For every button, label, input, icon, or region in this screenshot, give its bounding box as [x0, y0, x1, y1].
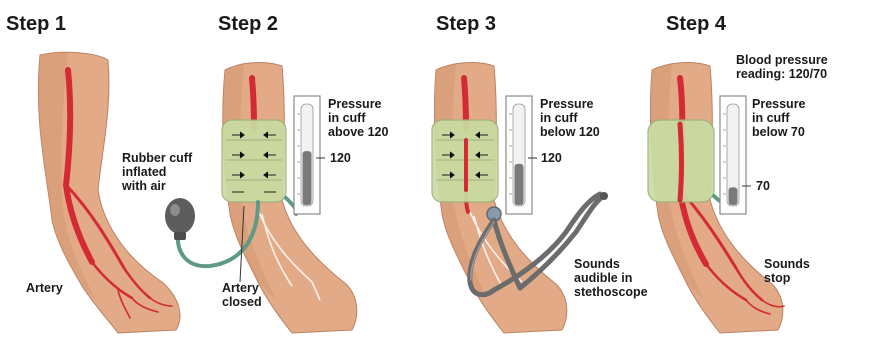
pressure-label: Pressure in cuff below 120	[540, 97, 600, 139]
rubber-cuff	[222, 120, 286, 202]
step-3-title: Step 3	[436, 13, 496, 35]
step-4-panel: Step 4 Blood pressure reading: 120/70	[648, 13, 831, 333]
pressure-gauge	[506, 96, 537, 214]
rubber-cuff	[648, 120, 714, 202]
pressure-gauge	[294, 96, 325, 214]
pressure-gauge	[720, 96, 751, 214]
artery-label: Artery	[26, 281, 63, 295]
sounds-stop-label: Sounds stop	[764, 257, 813, 285]
cuff-label: Rubber cuff inflated with air	[121, 151, 196, 193]
step-3-panel: Step 3	[432, 13, 648, 333]
pressure-label: Pressure in cuff above 120	[328, 97, 389, 139]
rubber-cuff	[432, 120, 498, 202]
gauge-reading: 70	[756, 179, 770, 193]
artery-closed-label: Artery closed	[222, 281, 262, 309]
gauge-reading: 120	[330, 151, 351, 165]
step-2-title: Step 2	[218, 13, 278, 35]
pressure-label: Pressure in cuff below 70	[752, 97, 809, 139]
step-1-title: Step 1	[6, 13, 66, 35]
gauge-reading: 120	[541, 151, 562, 165]
blood-pressure-reading-label: Blood pressure reading: 120/70	[736, 53, 831, 81]
step-4-title: Step 4	[666, 13, 727, 35]
sounds-label: Sounds audible in stethoscope	[574, 257, 648, 299]
